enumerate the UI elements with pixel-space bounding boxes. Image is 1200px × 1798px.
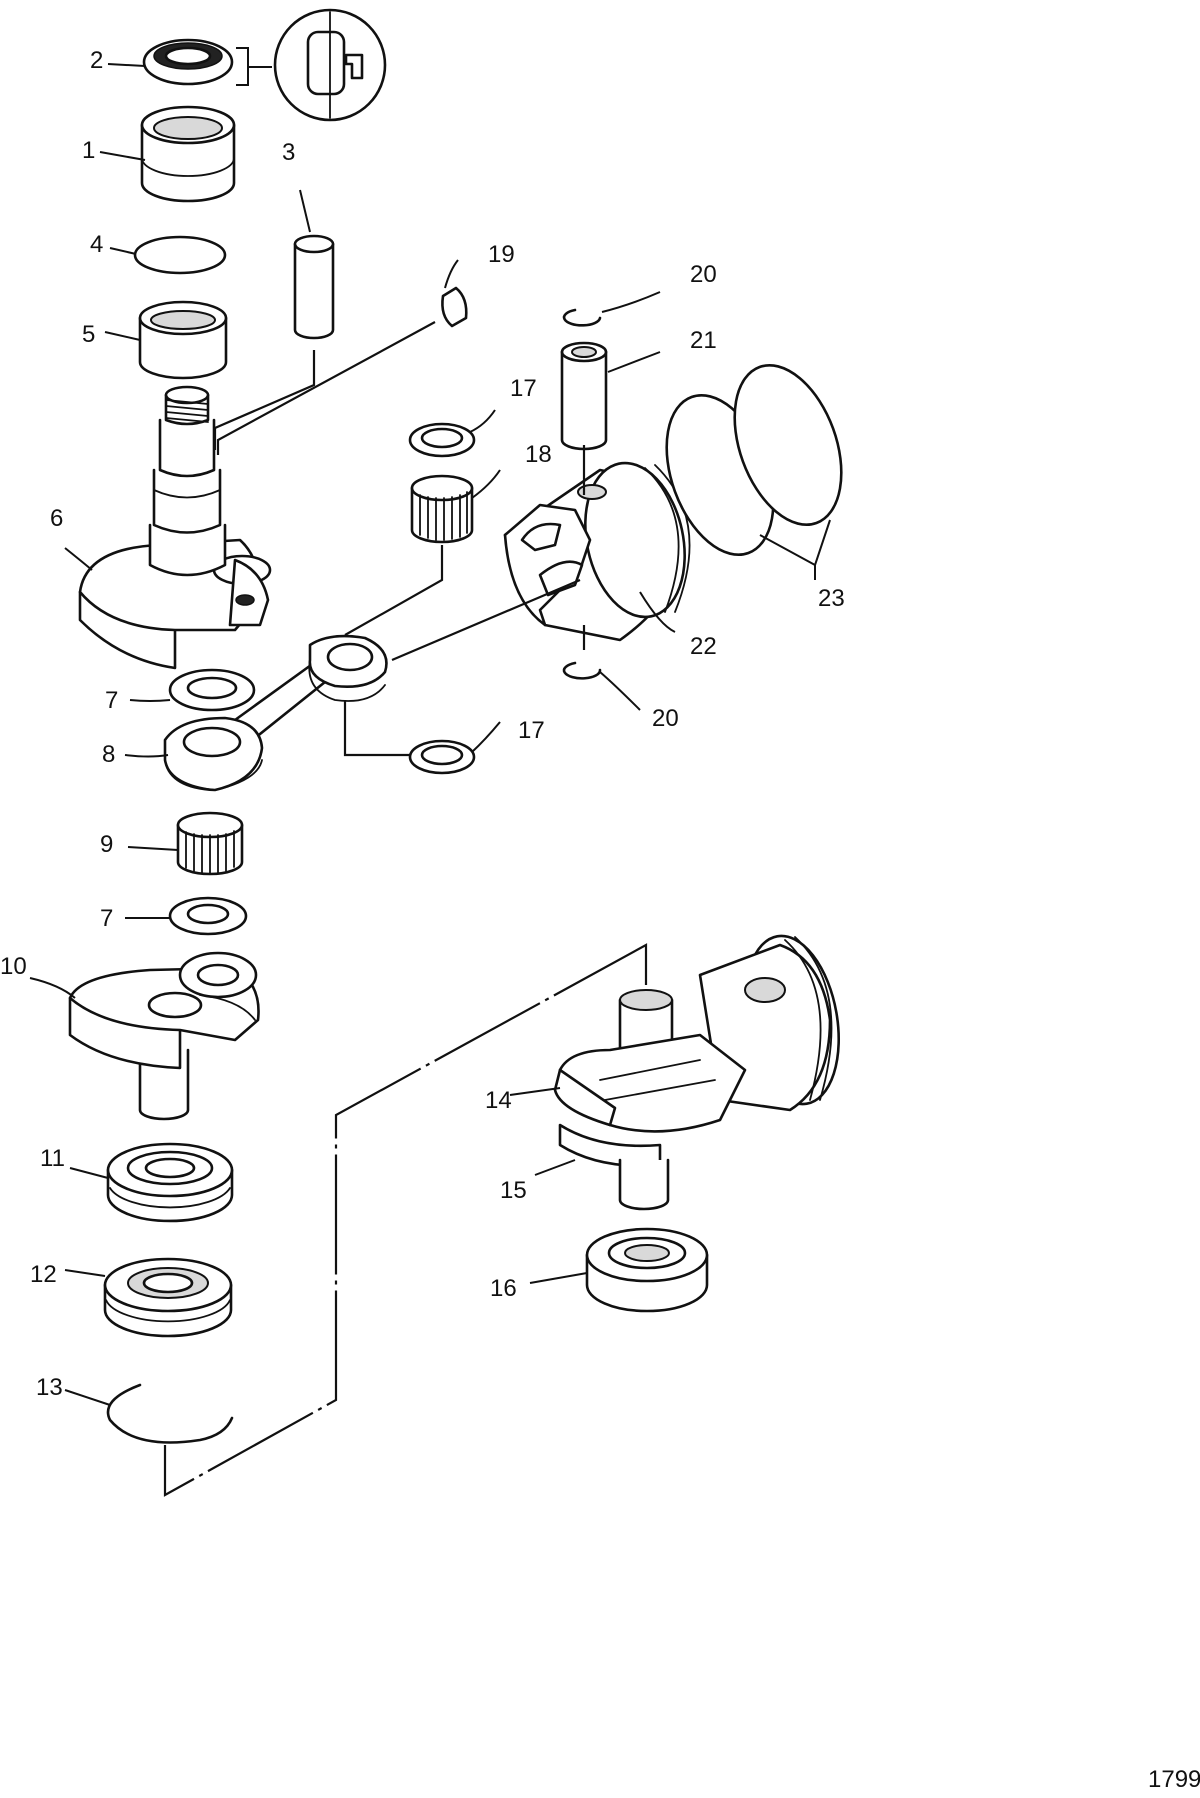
part-4-o-ring bbox=[133, 235, 227, 275]
callout-1: 1 bbox=[82, 137, 95, 164]
part-22-piston bbox=[503, 461, 691, 642]
callout-17-upper: 17 bbox=[510, 375, 537, 402]
callout-19: 19 bbox=[488, 241, 515, 268]
callout-16: 16 bbox=[490, 1275, 517, 1302]
callout-20-upper: 20 bbox=[690, 261, 717, 288]
part-23-piston-rings bbox=[665, 363, 843, 580]
callout-21: 21 bbox=[690, 327, 717, 354]
callout-12: 12 bbox=[30, 1261, 57, 1288]
part-14-assembled-crank-piston bbox=[553, 934, 841, 1211]
callout-22: 22 bbox=[690, 633, 717, 660]
part-12-bearing bbox=[103, 1257, 233, 1338]
part-19-key bbox=[441, 286, 468, 328]
callout-18: 18 bbox=[525, 441, 552, 468]
part-20-upper-circlip bbox=[562, 308, 602, 327]
callout-6: 6 bbox=[50, 505, 63, 532]
part-17-lower-washer bbox=[408, 739, 476, 775]
part-16-ball-bearing bbox=[585, 1227, 709, 1313]
callout-17-lower: 17 bbox=[518, 717, 545, 744]
part-7-lower-washer bbox=[168, 896, 248, 936]
callout-5: 5 bbox=[82, 321, 95, 348]
callout-13: 13 bbox=[36, 1374, 63, 1401]
callout-10: 10 bbox=[0, 953, 27, 980]
part-10-lower-crankshaft bbox=[68, 951, 260, 1121]
callout-2: 2 bbox=[90, 47, 103, 74]
callout-11: 11 bbox=[40, 1145, 65, 1172]
callout-7-upper: 7 bbox=[105, 687, 118, 714]
callout-23: 23 bbox=[818, 585, 845, 612]
part-3-pin bbox=[293, 234, 335, 340]
assembly-lines bbox=[163, 321, 648, 1497]
callout-labels: 2 1 3 4 5 19 20 21 17 18 6 23 22 7 20 17… bbox=[0, 47, 845, 1401]
part-2-seal bbox=[142, 38, 272, 86]
leader-lines bbox=[29, 63, 676, 1406]
part-13-retaining-ring bbox=[106, 1383, 234, 1444]
part-5-sleeve bbox=[138, 300, 228, 380]
part-20-lower-circlip bbox=[562, 661, 602, 680]
callout-3: 3 bbox=[282, 139, 295, 166]
callout-15: 15 bbox=[500, 1177, 527, 1204]
detail-magnifier-circle bbox=[273, 8, 387, 122]
part-11-ball-bearing bbox=[106, 1142, 234, 1223]
part-8-connecting-rod bbox=[163, 634, 388, 792]
figure-number: 1799 bbox=[1148, 1766, 1200, 1793]
callout-7-lower: 7 bbox=[100, 905, 113, 932]
part-6-upper-crankshaft bbox=[78, 385, 272, 670]
callout-8: 8 bbox=[102, 741, 115, 768]
callout-9: 9 bbox=[100, 831, 113, 858]
part-21-piston-pin bbox=[560, 341, 608, 451]
part-1-bushing bbox=[140, 105, 236, 203]
part-7-upper-washer bbox=[168, 668, 256, 712]
part-18-needle-bearing bbox=[410, 474, 474, 544]
callout-20-lower: 20 bbox=[652, 705, 679, 732]
callout-4: 4 bbox=[90, 231, 103, 258]
part-17-upper-washer bbox=[408, 422, 476, 458]
callout-14: 14 bbox=[485, 1087, 512, 1114]
part-9-needle-bearing bbox=[176, 811, 244, 876]
